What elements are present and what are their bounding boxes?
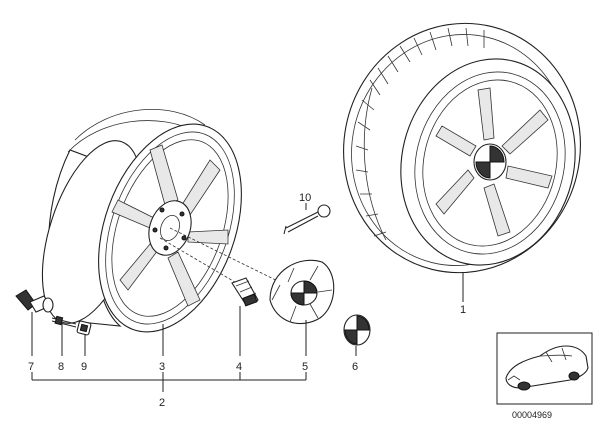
callout-5: 5 xyxy=(302,361,308,373)
callout-4: 4 xyxy=(236,361,242,373)
rim-part[interactable] xyxy=(23,104,268,351)
callout-6: 6 xyxy=(352,361,358,373)
valve-part[interactable] xyxy=(15,289,54,313)
callout-7: 7 xyxy=(28,361,34,373)
leader-lines xyxy=(31,203,464,392)
callout-2: 2 xyxy=(159,397,165,409)
callout-9: 9 xyxy=(81,361,87,373)
hub-cap-part[interactable] xyxy=(269,259,335,325)
callout-8: 8 xyxy=(58,361,64,373)
rim-bolt-holes xyxy=(152,207,187,251)
callout-10: 10 xyxy=(299,192,311,204)
complete-wheel-part[interactable] xyxy=(317,0,600,298)
pin-key-part[interactable] xyxy=(283,204,331,235)
car-silhouette-icon xyxy=(505,345,589,391)
callout-3: 3 xyxy=(159,361,165,373)
wheel-bolt-part[interactable] xyxy=(231,277,259,307)
valve-cap-part[interactable] xyxy=(76,320,92,336)
diagram-code: 00004969 xyxy=(512,410,552,420)
tyre-tread xyxy=(355,27,485,241)
valve-insert-part[interactable] xyxy=(51,315,77,328)
emblem-part[interactable] xyxy=(343,314,371,346)
wheel-spokes xyxy=(435,87,553,237)
callout-1: 1 xyxy=(460,304,466,316)
vehicle-inset: 00004969 xyxy=(496,332,593,420)
